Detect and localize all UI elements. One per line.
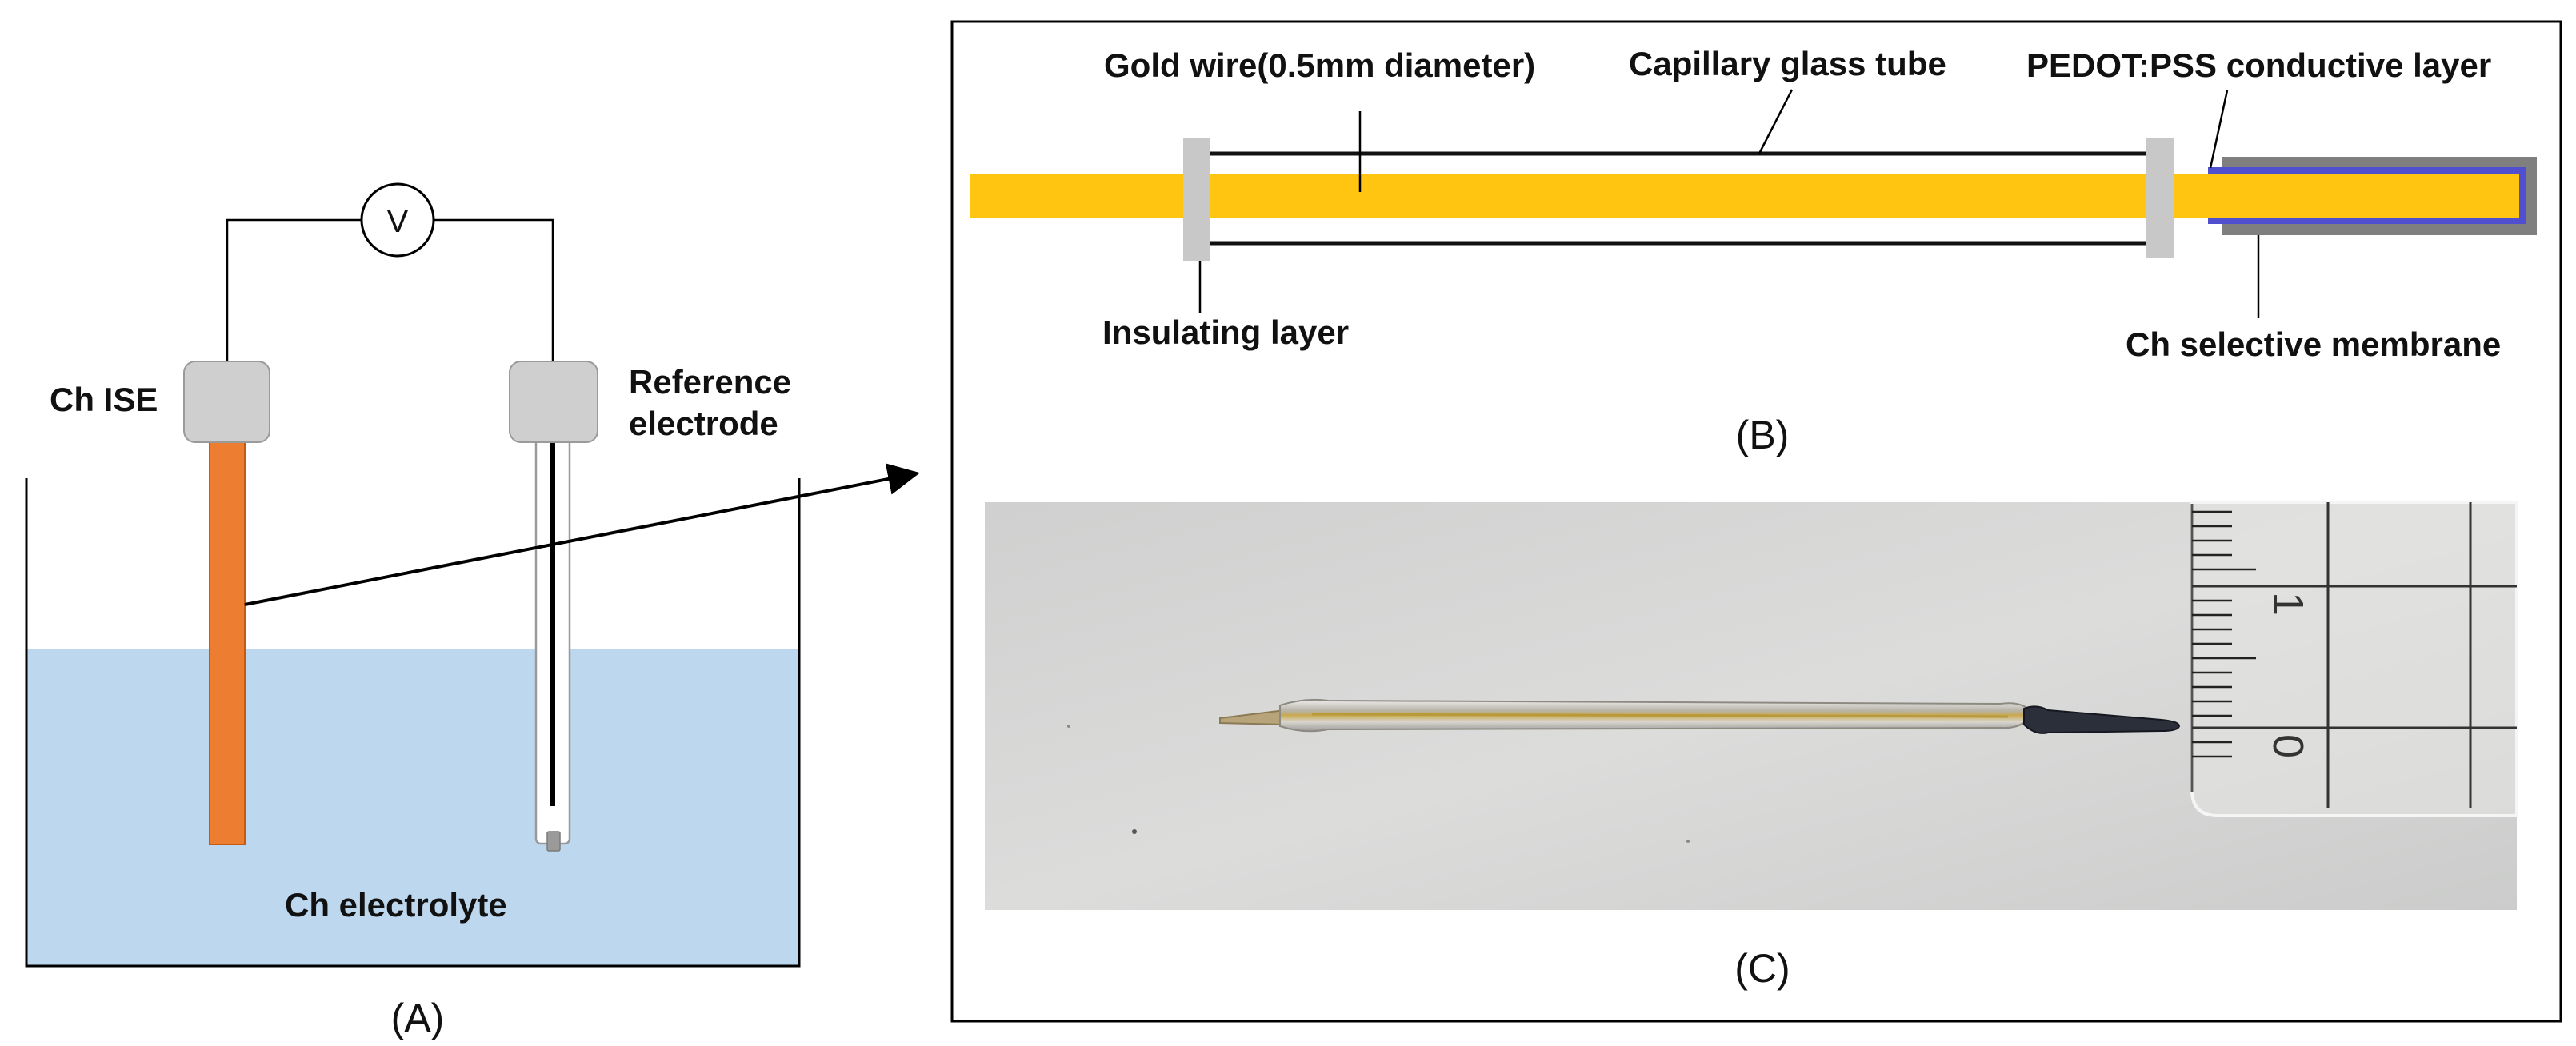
paper-speck: [1067, 725, 1070, 728]
panel-a: V Ch ISE Reference electrode Ch electrol…: [25, 182, 801, 1040]
beaker: [25, 478, 801, 968]
leader-capillary: [1758, 89, 1794, 154]
gold-wire-label: Gold wire(0.5mm diameter): [1104, 46, 1535, 84]
paper-speck: [1686, 840, 1690, 843]
pedot-label: PEDOT:PSS conductive layer: [2026, 46, 2491, 84]
caption-b: (B): [1736, 413, 1790, 457]
ise-label: Ch ISE: [50, 381, 158, 418]
ruler-mark-0: 0: [2264, 734, 2312, 758]
reference-connector-cap: [509, 361, 598, 443]
gold-wire: [970, 174, 2519, 218]
ruler-mark-1: 1: [2264, 592, 2312, 616]
ruler: 1 0: [2190, 501, 2518, 817]
reference-label-line1: Reference: [629, 363, 791, 401]
reference-label-line2: electrode: [629, 405, 778, 442]
caption-c: (C): [1734, 946, 1790, 991]
capillary-label: Capillary glass tube: [1629, 45, 1946, 82]
photo-electrode: [1219, 698, 2181, 734]
insulating-layer-left: [1183, 138, 1210, 261]
ise-connector-cap: [183, 361, 270, 443]
leader-pedot: [2209, 90, 2229, 169]
ise-lead-wire: [226, 218, 361, 361]
paper-speck: [1132, 829, 1137, 834]
reference-lead-wire: [434, 218, 554, 361]
electrolyte: [26, 649, 799, 966]
panel-c-photo: 1 0 (C): [985, 501, 2518, 991]
voltmeter-symbol: V: [387, 204, 409, 239]
membrane-label: Ch selective membrane: [2126, 325, 2501, 363]
insulating-layer-right: [2146, 138, 2174, 258]
voltmeter: [360, 182, 435, 258]
reference-junction: [546, 831, 561, 852]
insulating-label: Insulating layer: [1102, 313, 1349, 351]
panel-b: Gold wire(0.5mm diameter) Capillary glas…: [970, 45, 2537, 457]
caption-a: (A): [391, 996, 445, 1040]
electrolyte-label: Ch electrolyte: [285, 886, 507, 924]
ise-body: [209, 437, 246, 845]
zoom-arrow: [244, 463, 920, 606]
